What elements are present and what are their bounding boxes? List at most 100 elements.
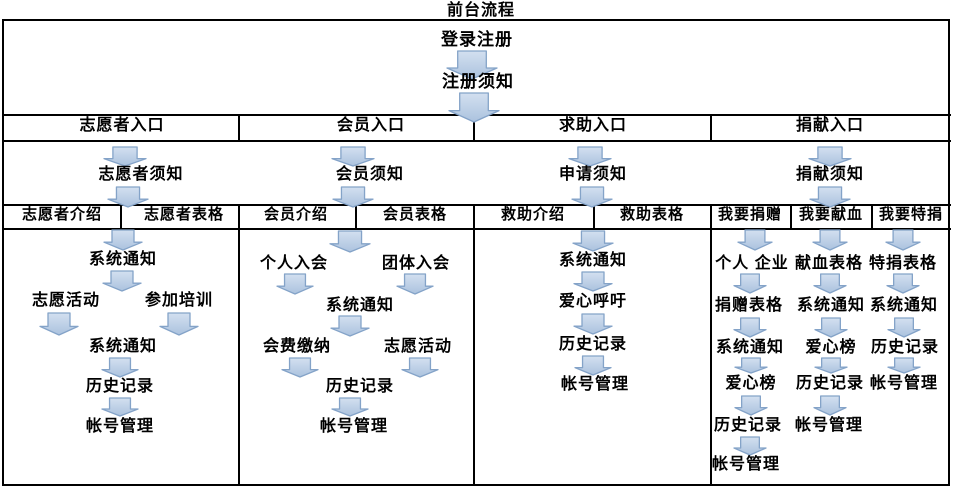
node-c4b-love-ranking: 爱心榜 — [805, 339, 857, 356]
down-arrow-icon — [332, 186, 374, 208]
down-arrow-icon — [446, 50, 498, 80]
grid-line-horizontal — [2, 228, 951, 230]
down-arrow-icon — [734, 357, 768, 374]
node-c4c-special-form: 特捐表格 — [868, 255, 938, 272]
down-arrow-icon — [101, 397, 139, 417]
node-c1-account: 帐号管理 — [85, 418, 155, 435]
page-title: 前台流程 — [446, 2, 516, 19]
down-arrow-icon — [103, 229, 143, 251]
node-c2-personal-join: 个人入会 — [259, 255, 329, 272]
node-c2-system-notify: 系统通知 — [325, 297, 395, 314]
diagram-border — [2, 19, 950, 486]
node-help-entry: 求助入口 — [558, 117, 628, 134]
down-arrow-icon — [886, 273, 920, 294]
down-arrow-icon — [107, 186, 149, 208]
node-c2-history: 历史记录 — [325, 378, 395, 395]
node-register-notice: 注册须知 — [442, 72, 514, 91]
down-arrow-icon — [329, 230, 371, 253]
node-donation-notice: 捐献须知 — [795, 166, 865, 183]
node-c4a-personal-enterprise: 个人 企业 — [715, 255, 789, 272]
down-arrow-icon — [568, 146, 612, 167]
grid-line-vertical — [238, 204, 240, 486]
down-arrow-icon — [813, 395, 847, 416]
grid-line-vertical — [238, 114, 240, 142]
down-arrow-icon — [330, 315, 370, 337]
node-apply-notice: 申请须知 — [558, 166, 628, 183]
grid-line-vertical — [120, 204, 122, 230]
grid-line-vertical — [710, 114, 712, 142]
node-volunteer-entry: 志愿者入口 — [79, 117, 165, 134]
node-member-intro: 会员介绍 — [263, 206, 329, 223]
grid-line-horizontal — [2, 204, 951, 206]
grid-line-vertical — [871, 204, 873, 230]
down-arrow-icon — [276, 273, 314, 295]
down-arrow-icon — [573, 313, 613, 335]
node-i-want-give-blood: 我要献血 — [798, 206, 864, 223]
grid-line-vertical — [473, 204, 475, 486]
node-c3-love-appeal: 爱心呼吁 — [558, 293, 628, 310]
down-arrow-icon — [331, 397, 369, 417]
down-arrow-icon — [448, 92, 500, 123]
node-i-want-special-donate: 我要特捐 — [878, 206, 944, 223]
down-arrow-icon — [809, 186, 851, 208]
down-arrow-icon — [734, 395, 768, 416]
node-c4a-donate-form: 捐赠表格 — [714, 297, 784, 314]
down-arrow-icon — [103, 146, 147, 167]
node-c3-system-notify: 系统通知 — [558, 252, 628, 269]
down-arrow-icon — [401, 357, 439, 378]
down-arrow-icon — [102, 270, 142, 292]
down-arrow-icon — [813, 273, 847, 294]
node-c3-account: 帐号管理 — [560, 376, 630, 393]
down-arrow-icon — [574, 355, 612, 376]
down-arrow-icon — [887, 317, 921, 338]
grid-line-horizontal — [2, 140, 951, 142]
node-i-want-donate: 我要捐赠 — [717, 206, 783, 223]
node-volunteer-notice: 志愿者须知 — [98, 166, 184, 183]
down-arrow-icon — [331, 146, 375, 167]
down-arrow-icon — [885, 229, 921, 251]
down-arrow-icon — [281, 357, 319, 378]
node-volunteer-intro: 志愿者介绍 — [21, 206, 103, 223]
down-arrow-icon — [159, 312, 199, 336]
node-c2-volunteer-activity: 志愿活动 — [383, 338, 453, 355]
node-rescue-intro: 救助介绍 — [500, 206, 566, 223]
node-rescue-form: 救助表格 — [619, 206, 685, 223]
down-arrow-icon — [814, 357, 848, 374]
node-c4a-account: 帐号管理 — [711, 456, 781, 473]
node-volunteer-form: 志愿者表格 — [143, 206, 225, 223]
node-c2-account: 帐号管理 — [319, 418, 389, 435]
node-c2-fee-payment: 会费缴纳 — [262, 338, 332, 355]
node-c1-join-training: 参加培训 — [144, 292, 214, 309]
node-c4c-history: 历史记录 — [870, 339, 940, 356]
down-arrow-icon — [733, 317, 767, 338]
down-arrow-icon — [887, 357, 921, 374]
down-arrow-icon — [733, 273, 767, 294]
node-c2-group-join: 团体入会 — [381, 255, 451, 272]
grid-line-vertical — [593, 204, 595, 230]
node-c4b-history: 历史记录 — [795, 375, 865, 392]
grid-line-vertical — [790, 204, 792, 230]
node-member-form: 会员表格 — [382, 206, 448, 223]
down-arrow-icon — [572, 230, 614, 252]
node-donate-entry: 捐献入口 — [795, 117, 865, 134]
grid-line-vertical — [473, 114, 475, 142]
node-c4a-system-notify: 系统通知 — [715, 339, 785, 356]
node-member-entry: 会员入口 — [336, 117, 406, 134]
node-c1-volunteer-activity: 志愿活动 — [31, 292, 101, 309]
down-arrow-icon — [808, 146, 852, 167]
node-member-notice: 会员须知 — [335, 166, 405, 183]
grid-line-vertical — [355, 204, 357, 230]
node-c1-history: 历史记录 — [85, 378, 155, 395]
down-arrow-icon — [737, 229, 773, 251]
node-c4a-history: 历史记录 — [713, 417, 783, 434]
node-c4b-system-notify: 系统通知 — [796, 297, 866, 314]
node-c4c-system-notify: 系统通知 — [869, 297, 939, 314]
node-c1-system-notify-2: 系统通知 — [88, 338, 158, 355]
down-arrow-icon — [39, 312, 79, 336]
down-arrow-icon — [101, 357, 139, 378]
grid-line-vertical — [710, 204, 712, 486]
node-c3-history: 历史记录 — [558, 336, 628, 353]
node-c4c-account: 帐号管理 — [869, 375, 939, 392]
node-c1-system-notify-1: 系统通知 — [88, 251, 158, 268]
